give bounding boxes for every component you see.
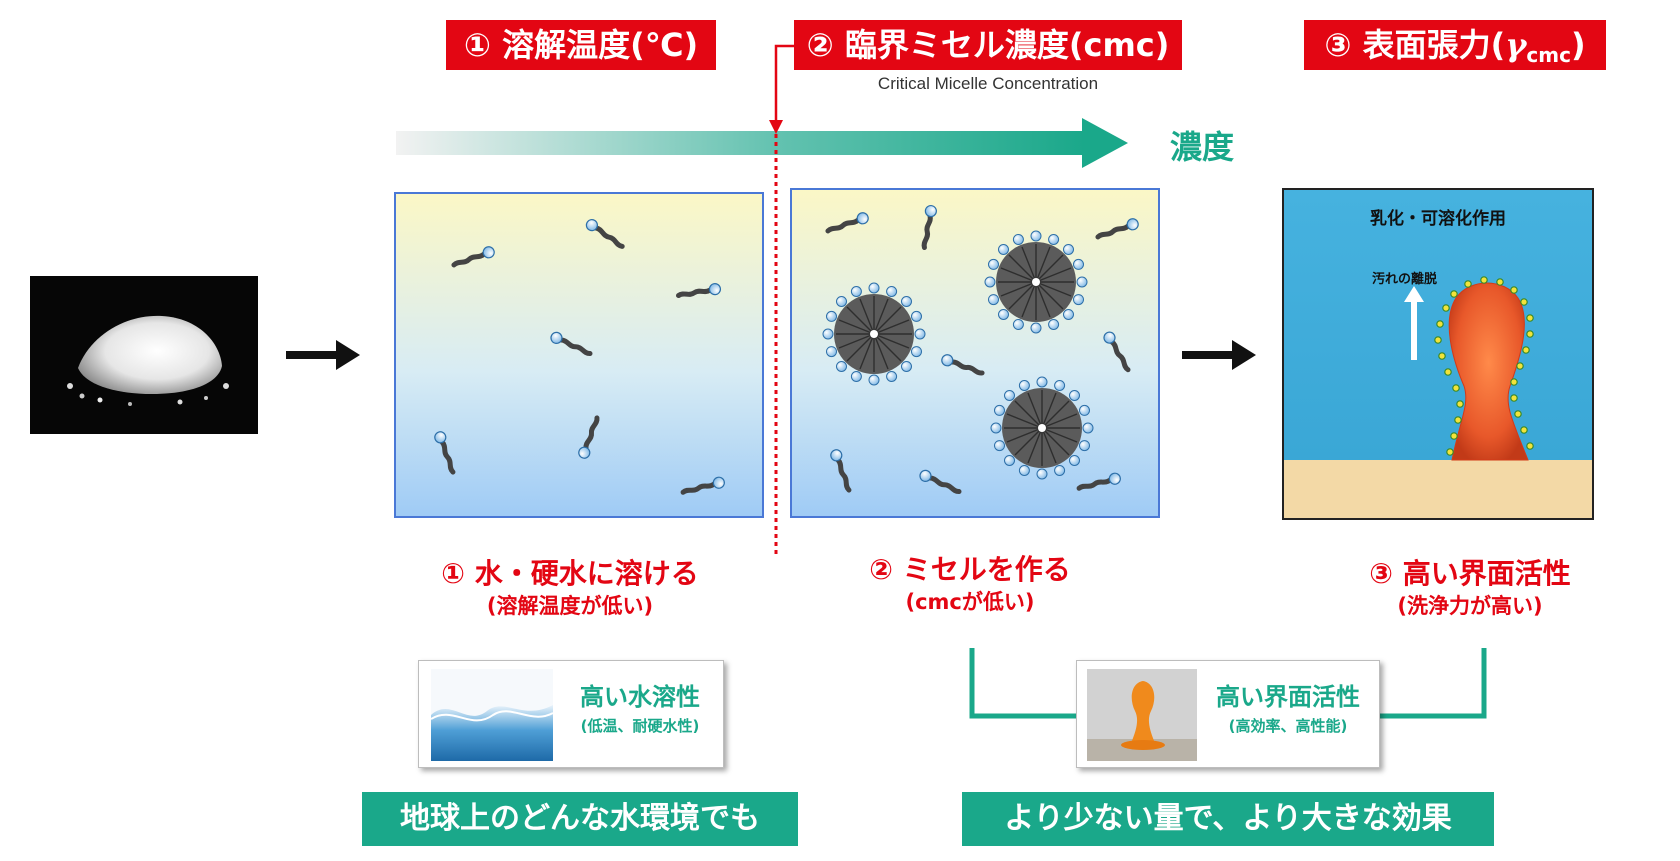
- water-solubility-card: 高い水溶性 (低温、耐硬水性): [418, 660, 724, 768]
- header-cmc-label: ② 臨界ミセル濃度(cmc): [806, 26, 1170, 64]
- arrow-right-2: [1182, 340, 1256, 370]
- surfactant-molecules-panel1: [396, 194, 762, 516]
- header-surface-tension: ③ 表面張力(γcmc): [1304, 20, 1606, 70]
- gamma-subscript: cmc: [1526, 43, 1571, 67]
- emulsion-title: 乳化・可溶化作用: [1370, 209, 1506, 229]
- water-solubility-title: 高い水溶性: [580, 683, 700, 711]
- banner-any-water-label: 地球上のどんな水環境でも: [400, 801, 760, 836]
- banner-greater-effect-label: より少ない量で、より大きな効果: [1004, 801, 1452, 836]
- caption-dissolve-sub: (溶解温度が低い): [486, 594, 654, 618]
- surface-activity-sub: (高効率、高性能): [1228, 717, 1348, 735]
- surfactant-powder-image: [30, 276, 258, 434]
- micelle-illustration: [822, 190, 1158, 516]
- dirt-removal-label: 汚れの離脱: [1372, 272, 1438, 287]
- concentration-arrow: [396, 118, 1128, 168]
- water-splash-image: [431, 669, 553, 761]
- banner-greater-effect: より少ない量で、より大きな効果: [962, 792, 1494, 846]
- header-dissolution-temp-label: ① 溶解温度(℃): [463, 26, 699, 64]
- banner-any-water: 地球上のどんな水環境でも: [362, 792, 798, 846]
- dirt-droplet-illustration: [1404, 276, 1534, 461]
- arrow-right-1: [286, 340, 360, 370]
- header-dissolution-temp: ① 溶解温度(℃): [446, 20, 716, 70]
- teal-bracket: [969, 648, 1487, 719]
- caption-dissolve-title: ① 水・硬水に溶ける: [441, 557, 699, 590]
- substrate-surface: [1284, 460, 1592, 518]
- orange-droplet-image: [1087, 669, 1197, 761]
- panel-dissolved-molecules: [394, 192, 764, 518]
- caption-micelle-sub: (cmcが低い): [905, 590, 1035, 614]
- gamma-symbol: γ: [1505, 26, 1527, 64]
- surface-activity-card: 高い界面活性 (高効率、高性能): [1076, 660, 1380, 768]
- caption-surface-title: ③ 高い界面活性: [1369, 557, 1571, 590]
- caption-micelle-title: ② ミセルを作る: [869, 553, 1071, 586]
- cmc-english-name: Critical Micelle Concentration: [877, 74, 1099, 93]
- water-solubility-sub: (低温、耐硬水性): [580, 717, 700, 735]
- panel-emulsification: 乳化・可溶化作用 汚れの離脱: [1282, 188, 1594, 520]
- concentration-label: 濃度: [1170, 128, 1235, 166]
- caption-surface-sub: (洗浄力が高い): [1397, 594, 1543, 618]
- surface-activity-title: 高い界面活性: [1216, 683, 1360, 711]
- header-cmc: ② 臨界ミセル濃度(cmc): [794, 20, 1182, 70]
- header-surface-tension-suffix: ): [1570, 26, 1586, 64]
- header-surface-tension-prefix: ③ 表面張力(: [1324, 26, 1506, 64]
- cmc-marker-arrow: [769, 44, 796, 556]
- panel-micelles: [790, 188, 1160, 518]
